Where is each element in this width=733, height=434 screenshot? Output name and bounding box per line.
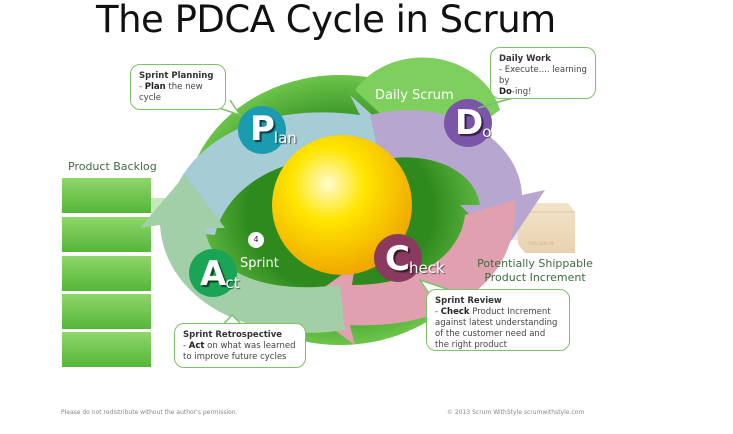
callout-text: the new cycle [139, 82, 203, 103]
daily-work-callout: Daily Work - Execute.... learning by Do-… [490, 47, 596, 99]
callout-body: Do-ing! [499, 87, 587, 98]
sprint-duration-badge: 4 [248, 232, 264, 248]
callout-heading: Sprint Retrospective [183, 330, 283, 340]
act-letter: A [200, 254, 227, 294]
sprint-label: Sprint [240, 256, 279, 271]
backlog-item [62, 294, 151, 329]
callout-heading: Daily Work [499, 54, 551, 64]
plan-arrow [165, 95, 400, 235]
do-label: D o [455, 106, 491, 140]
sprint-planning-callout: Sprint Planning - Plan the new cycle [130, 64, 226, 110]
callout-keyword: Check [440, 307, 470, 317]
do-circle [444, 99, 492, 147]
act-arrow [140, 175, 345, 333]
callout-text: on what was learned to improve future cy… [183, 341, 296, 362]
footer-right: © 2013 Scrum WithStyle scrumwithstyle.co… [447, 409, 585, 416]
increment-label: Potentially Shippable Product Increment [475, 257, 595, 285]
callout-line: - Execute.... learning by [499, 65, 587, 86]
backlog-item [62, 332, 151, 367]
callout-body: - Plan the new cycle [139, 82, 203, 103]
plan-label: P lan [250, 112, 297, 146]
callout-heading: Sprint Review [435, 296, 502, 306]
callout-body: - Act on what was learned to improve fut… [183, 341, 296, 362]
callout-keyword: Do [499, 87, 512, 97]
act-circle [189, 249, 237, 297]
plan-letter: P [250, 109, 275, 149]
sprint-review-callout: Sprint Review - Check Product Increment … [426, 289, 570, 351]
act-label: A ct [200, 257, 239, 291]
backlog-item [62, 217, 151, 252]
backlog-item [62, 178, 151, 213]
increment-label-line1: Potentially Shippable [477, 257, 593, 270]
act-rest: ct [225, 274, 240, 292]
check-letter: C [385, 239, 410, 279]
backlog-item [62, 256, 151, 291]
callout-text: -ing! [511, 87, 532, 97]
callout-keyword: Plan [144, 82, 166, 92]
do-rest: o [482, 123, 492, 141]
check-circle [374, 234, 422, 282]
plan-rest: lan [273, 129, 297, 147]
box-text: THIS SIDE UP [528, 241, 555, 246]
callout-text: Product Increment against latest underst… [435, 307, 558, 350]
slide-title: The PDCA Cycle in Scrum [96, 0, 556, 41]
callout-keyword: Act [188, 341, 205, 351]
dailywork-tail [477, 95, 521, 109]
do-letter: D [455, 103, 484, 143]
increment-label-line2: Product Increment [484, 271, 586, 284]
footer-left: Please do not redistribute without the a… [61, 409, 238, 416]
plan-circle [238, 106, 286, 154]
daily-scrum-label: Daily Scrum [375, 88, 454, 103]
callout-heading: Sprint Planning [139, 71, 214, 81]
check-label: C heck [385, 242, 445, 276]
center-sphere [272, 135, 412, 275]
product-backlog-label: Product Backlog [68, 160, 157, 173]
callout-body: - Check Product Increment against latest… [435, 307, 558, 350]
sprint-retrospective-callout: Sprint Retrospective - Act on what was l… [174, 323, 306, 368]
check-arrow [300, 200, 516, 345]
check-rest: heck [408, 259, 445, 277]
